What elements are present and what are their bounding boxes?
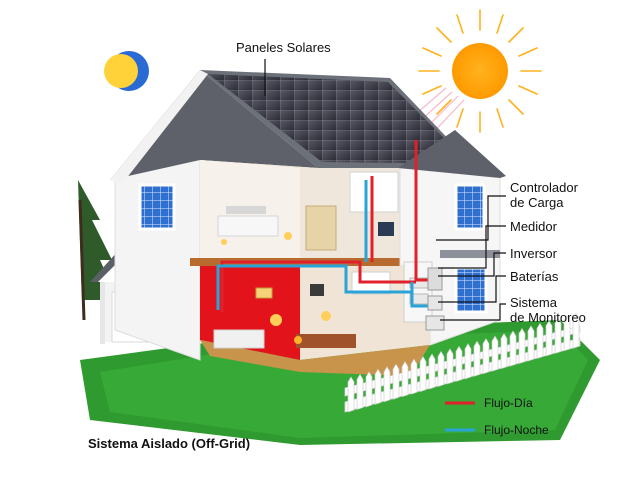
fence-picket — [473, 340, 481, 377]
fence-picket — [347, 376, 355, 413]
fence-picket — [392, 363, 400, 400]
roof — [110, 70, 480, 184]
fence-picket — [410, 358, 418, 395]
wiring — [216, 140, 440, 312]
day-flow-line-2 — [220, 260, 416, 312]
fence-picket — [383, 366, 391, 403]
fence-picket — [356, 373, 364, 410]
battery-box — [427, 295, 443, 311]
interior-upper — [200, 160, 420, 258]
solar-panels — [208, 74, 470, 164]
label-paneles-solares: Paneles Solares — [236, 40, 331, 55]
trees — [78, 180, 118, 321]
label-inversor: Inversor — [510, 246, 557, 261]
interior-lower — [200, 261, 433, 376]
inverter-box — [427, 267, 443, 291]
fence-picket — [419, 355, 427, 393]
fence-picket — [536, 322, 544, 359]
fence-picket — [401, 361, 409, 398]
equipment — [425, 267, 445, 331]
fence-picket — [500, 332, 508, 370]
fence-picket — [545, 320, 553, 357]
label-baterias: Baterías — [510, 269, 559, 284]
sun-icon — [418, 9, 542, 133]
sun-rays — [403, 87, 465, 141]
fence-picket — [527, 325, 535, 362]
fence-picket — [455, 345, 463, 382]
label-controlador-de-carga: Controlador de Carga — [510, 180, 578, 210]
window-right-lower — [454, 266, 488, 314]
window-right-upper — [454, 183, 486, 231]
callout-lines — [264, 59, 506, 321]
fence-picket — [491, 335, 499, 372]
fence-picket — [365, 371, 373, 408]
monitor-box — [425, 315, 445, 331]
fence-pickets — [347, 312, 580, 413]
legend-night-label: Flujo-Noche — [484, 423, 549, 437]
diagram-caption: Sistema Aislado (Off-Grid) — [88, 436, 251, 451]
legend-day-label: Flujo-Día — [484, 396, 533, 410]
window-left — [138, 183, 176, 231]
fence-picket — [563, 315, 571, 352]
fence-picket — [572, 312, 580, 349]
day-flow-line — [414, 140, 432, 282]
fence-picket — [464, 343, 472, 380]
label-medidor: Medidor — [510, 219, 557, 234]
fence-picket — [437, 350, 445, 387]
night-flow-line-2 — [216, 264, 412, 310]
fence-picket — [509, 330, 517, 367]
moon-icon — [104, 51, 149, 91]
label-sistema-de-monitoreo: Sistema de Monitoreo — [510, 295, 586, 325]
fence-picket — [482, 338, 490, 375]
fence-picket — [428, 353, 436, 390]
fence-picket — [554, 317, 562, 354]
fence-picket — [374, 368, 382, 405]
house-right-wing — [398, 130, 506, 346]
fence-picket — [446, 348, 454, 385]
fence-picket — [518, 327, 526, 365]
